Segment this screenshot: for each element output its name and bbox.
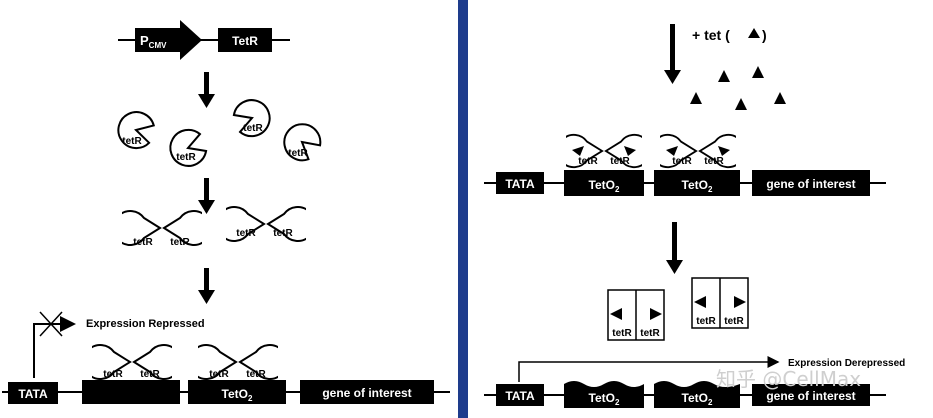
- teto2-block: [188, 380, 286, 404]
- tata-box: [496, 384, 544, 406]
- tetr-dimer-tet-bound: tetR tetR: [660, 133, 736, 169]
- svg-text:tetR: tetR: [288, 148, 308, 159]
- expression-repressed-label: Expression Repressed: [86, 318, 205, 330]
- svg-text:tetR: tetR: [612, 328, 632, 339]
- expression-derepressed-label: Expression Derepressed: [788, 358, 905, 369]
- tetr-monomer: tetR: [275, 115, 327, 168]
- gene-of-interest-label: gene of interest: [766, 177, 855, 191]
- tetr-dimer-bound: tetR tetR: [198, 344, 278, 380]
- watermark-text: 知乎 @CellMax: [716, 367, 861, 391]
- panel-divider: [458, 0, 468, 418]
- tetr-dimer: tetR tetR: [226, 206, 306, 242]
- svg-text:tetR: tetR: [170, 237, 190, 248]
- down-arrow-release: [666, 222, 683, 274]
- tetr-tet-complex: tetR tetR: [607, 289, 665, 341]
- svg-text:tetR: tetR: [140, 369, 160, 380]
- svg-text:tetR: tetR: [273, 228, 293, 239]
- expression-arrow: [518, 356, 780, 382]
- gene-of-interest-block: [752, 384, 870, 406]
- gene-of-interest-label: gene of interest: [766, 389, 855, 403]
- svg-text:tetR: tetR: [122, 136, 142, 147]
- tetr-dimer: tetR tetR: [122, 210, 202, 248]
- gene-of-interest-block: [752, 170, 870, 196]
- tata-label: TATA: [505, 389, 535, 403]
- tetr-dimer-bound: tetR tetR: [92, 344, 172, 380]
- svg-text:tetR: tetR: [672, 156, 692, 167]
- tetracycline-icon: [748, 28, 760, 38]
- teto2-block: [82, 380, 180, 404]
- tetracycline-molecules: [690, 66, 786, 110]
- right-panel: + tet ( ) TATA TetO2 TetO2 gene of inter…: [484, 24, 905, 408]
- tetr-gene-label: TetR: [232, 34, 258, 48]
- gene-of-interest-block: [300, 380, 434, 404]
- svg-text:tetR: tetR: [704, 156, 724, 167]
- down-arrow-3: [198, 268, 215, 304]
- teto2-label: TetO2: [589, 391, 620, 407]
- tata-box: [496, 172, 544, 194]
- svg-text:tetR: tetR: [696, 316, 716, 327]
- teto2-label: TetO2: [222, 387, 253, 403]
- expression-arrow: [33, 316, 76, 378]
- svg-text:tetR: tetR: [578, 156, 598, 167]
- left-panel: PCMV TetR tetR tetR tetR tetR tetR tetR: [2, 20, 450, 404]
- svg-text:tetR: tetR: [640, 328, 660, 339]
- tata-label: TATA: [18, 387, 48, 401]
- svg-text:tetR: tetR: [610, 156, 630, 167]
- gene-of-interest-label: gene of interest: [322, 386, 411, 400]
- tata-label: TATA: [505, 177, 535, 191]
- svg-text:tetR: tetR: [103, 369, 123, 380]
- teto2-block-free: [564, 381, 644, 408]
- down-arrow-1: [198, 72, 215, 108]
- teto2-block: [564, 170, 644, 196]
- teto2-block: [654, 170, 740, 196]
- teto2-block-free: [654, 381, 740, 408]
- promoter-arrow: [135, 20, 202, 60]
- teto2-label: TetO2: [682, 178, 713, 194]
- tetr-dimer-tet-bound: tetR tetR: [566, 133, 642, 169]
- svg-text:tetR: tetR: [724, 316, 744, 327]
- teto2-label: TetO2: [589, 178, 620, 194]
- tata-box: [8, 382, 58, 404]
- promoter-label: PCMV: [140, 33, 167, 50]
- down-arrow-2: [198, 178, 215, 214]
- tetr-monomer: tetR: [164, 124, 211, 172]
- teto2-label: TetO2: [682, 391, 713, 407]
- down-arrow-tet: [664, 24, 681, 84]
- svg-text:tetR: tetR: [236, 228, 256, 239]
- tetr-gene-block: [218, 28, 272, 52]
- svg-text:tetR: tetR: [243, 123, 263, 134]
- svg-text:tetR: tetR: [176, 152, 196, 163]
- tet-addition-label: + tet (: [692, 27, 730, 43]
- svg-text:tetR: tetR: [133, 237, 153, 248]
- repressed-x-icon: [39, 311, 63, 337]
- tet-label-end: ): [762, 27, 767, 43]
- tetr-monomer: tetR: [229, 94, 276, 142]
- svg-text:tetR: tetR: [246, 369, 266, 380]
- tetr-monomer: tetR: [113, 107, 158, 153]
- svg-text:tetR: tetR: [209, 369, 229, 380]
- tetr-tet-complex: tetR tetR: [691, 277, 749, 329]
